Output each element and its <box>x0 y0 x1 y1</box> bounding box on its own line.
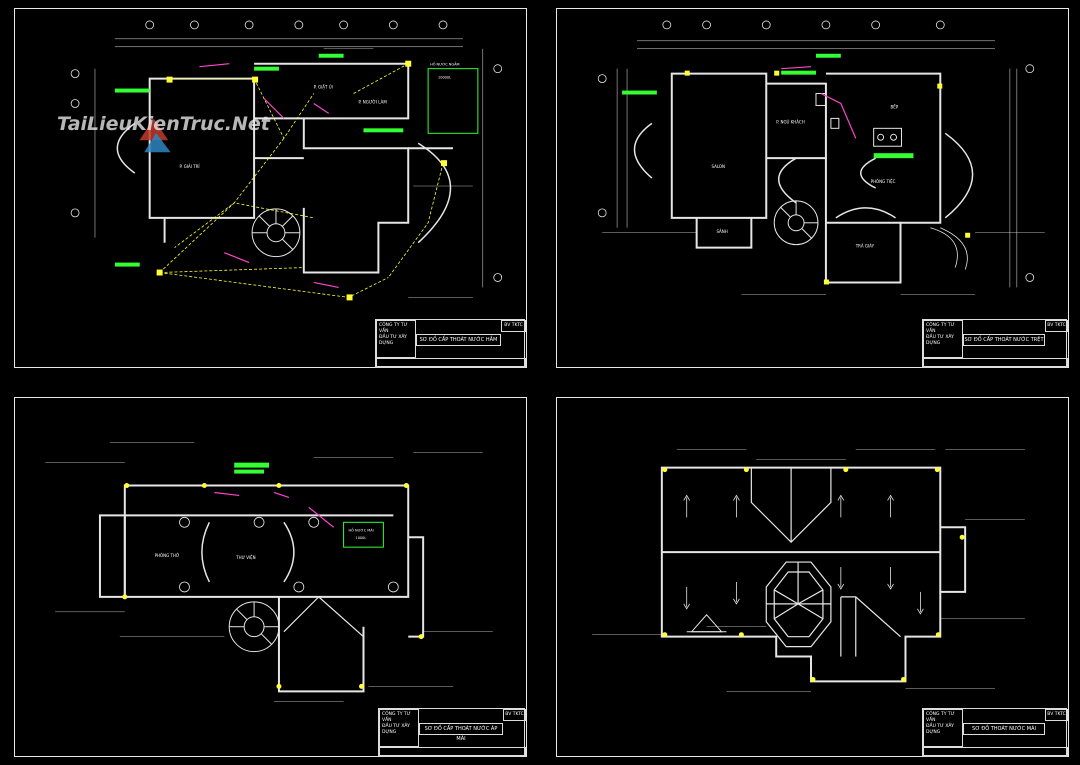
drawing-code: BV TKTC <box>1045 709 1068 721</box>
watermark-text: TaiLieuKienTruc.Net <box>57 113 270 135</box>
watermark: TaiLieuKienTruc.Net <box>35 109 275 157</box>
drawing-title: SƠ ĐỒ CẤP THOÁT NƯỚC ÁP MÁI <box>419 723 503 742</box>
room-label: THƯ VIỆN <box>235 555 255 560</box>
room-label: P. NGƯỜI LÀM <box>359 99 388 104</box>
tank-label: HỒ NƯỚC NGẦM <box>430 62 459 67</box>
floor-plan-attic: PHÒNG THỜ THƯ VIỆN HỒ NƯỚC MÁI 1000L <box>45 442 493 702</box>
drawing-code: BV TKTC <box>501 320 526 332</box>
drawing-code: BV TKTC <box>1045 320 1068 332</box>
drawing-sheet-attic[interactable]: PHÒNG THỜ THƯ VIỆN HỒ NƯỚC MÁI 1000L CÔN… <box>14 397 527 757</box>
tank-label: HỒ NƯỚC MÁI <box>349 527 374 532</box>
drawing-title: SƠ ĐỒ CẤP THOÁT NƯỚC HẦM <box>416 334 501 346</box>
floor-plan-basement: P. GIẢI TRÍ P. GIẶT ỦI P. NGƯỜI LÀM HỒ N… <box>70 20 503 301</box>
tank-capacity: 1000L <box>356 536 367 540</box>
drawing-sheet-ground-floor[interactable]: SALON P. NGỦ KHÁCH BẾP PHÒNG TIỆC SẢNH T… <box>556 8 1069 368</box>
floor-plan-ground: SALON P. NGỦ KHÁCH BẾP PHÒNG TIỆC SẢNH T… <box>597 20 1045 295</box>
drawing-sheet-basement[interactable]: P. GIẢI TRÍ P. GIẶT ỦI P. NGƯỜI LÀM HỒ N… <box>14 8 527 368</box>
room-label: P. GIẢI TRÍ <box>180 164 201 169</box>
watermark-logo-icon <box>139 118 171 153</box>
room-label: BẾP <box>891 103 899 109</box>
room-label: PHÒNG THỜ <box>155 553 180 558</box>
room-label: P. GIẶT ỦI <box>314 85 333 90</box>
room-label: SẢNH <box>717 229 728 234</box>
drawing-code: BV TKTC <box>503 709 526 721</box>
tank-capacity: 10000L <box>438 76 451 80</box>
room-label: P. NGỦ KHÁCH <box>776 119 805 124</box>
roof-plan <box>592 449 1025 692</box>
room-label: TRẢ GIÀY <box>855 244 875 249</box>
drawing-title: SƠ ĐỒ CẤP THOÁT NƯỚC TRỆT <box>963 334 1045 346</box>
room-label: PHÒNG TIỆC <box>871 179 896 184</box>
room-label: SALON <box>712 164 726 169</box>
drawing-title: SƠ ĐỒ THOÁT NƯỚC MÁI <box>963 723 1045 735</box>
